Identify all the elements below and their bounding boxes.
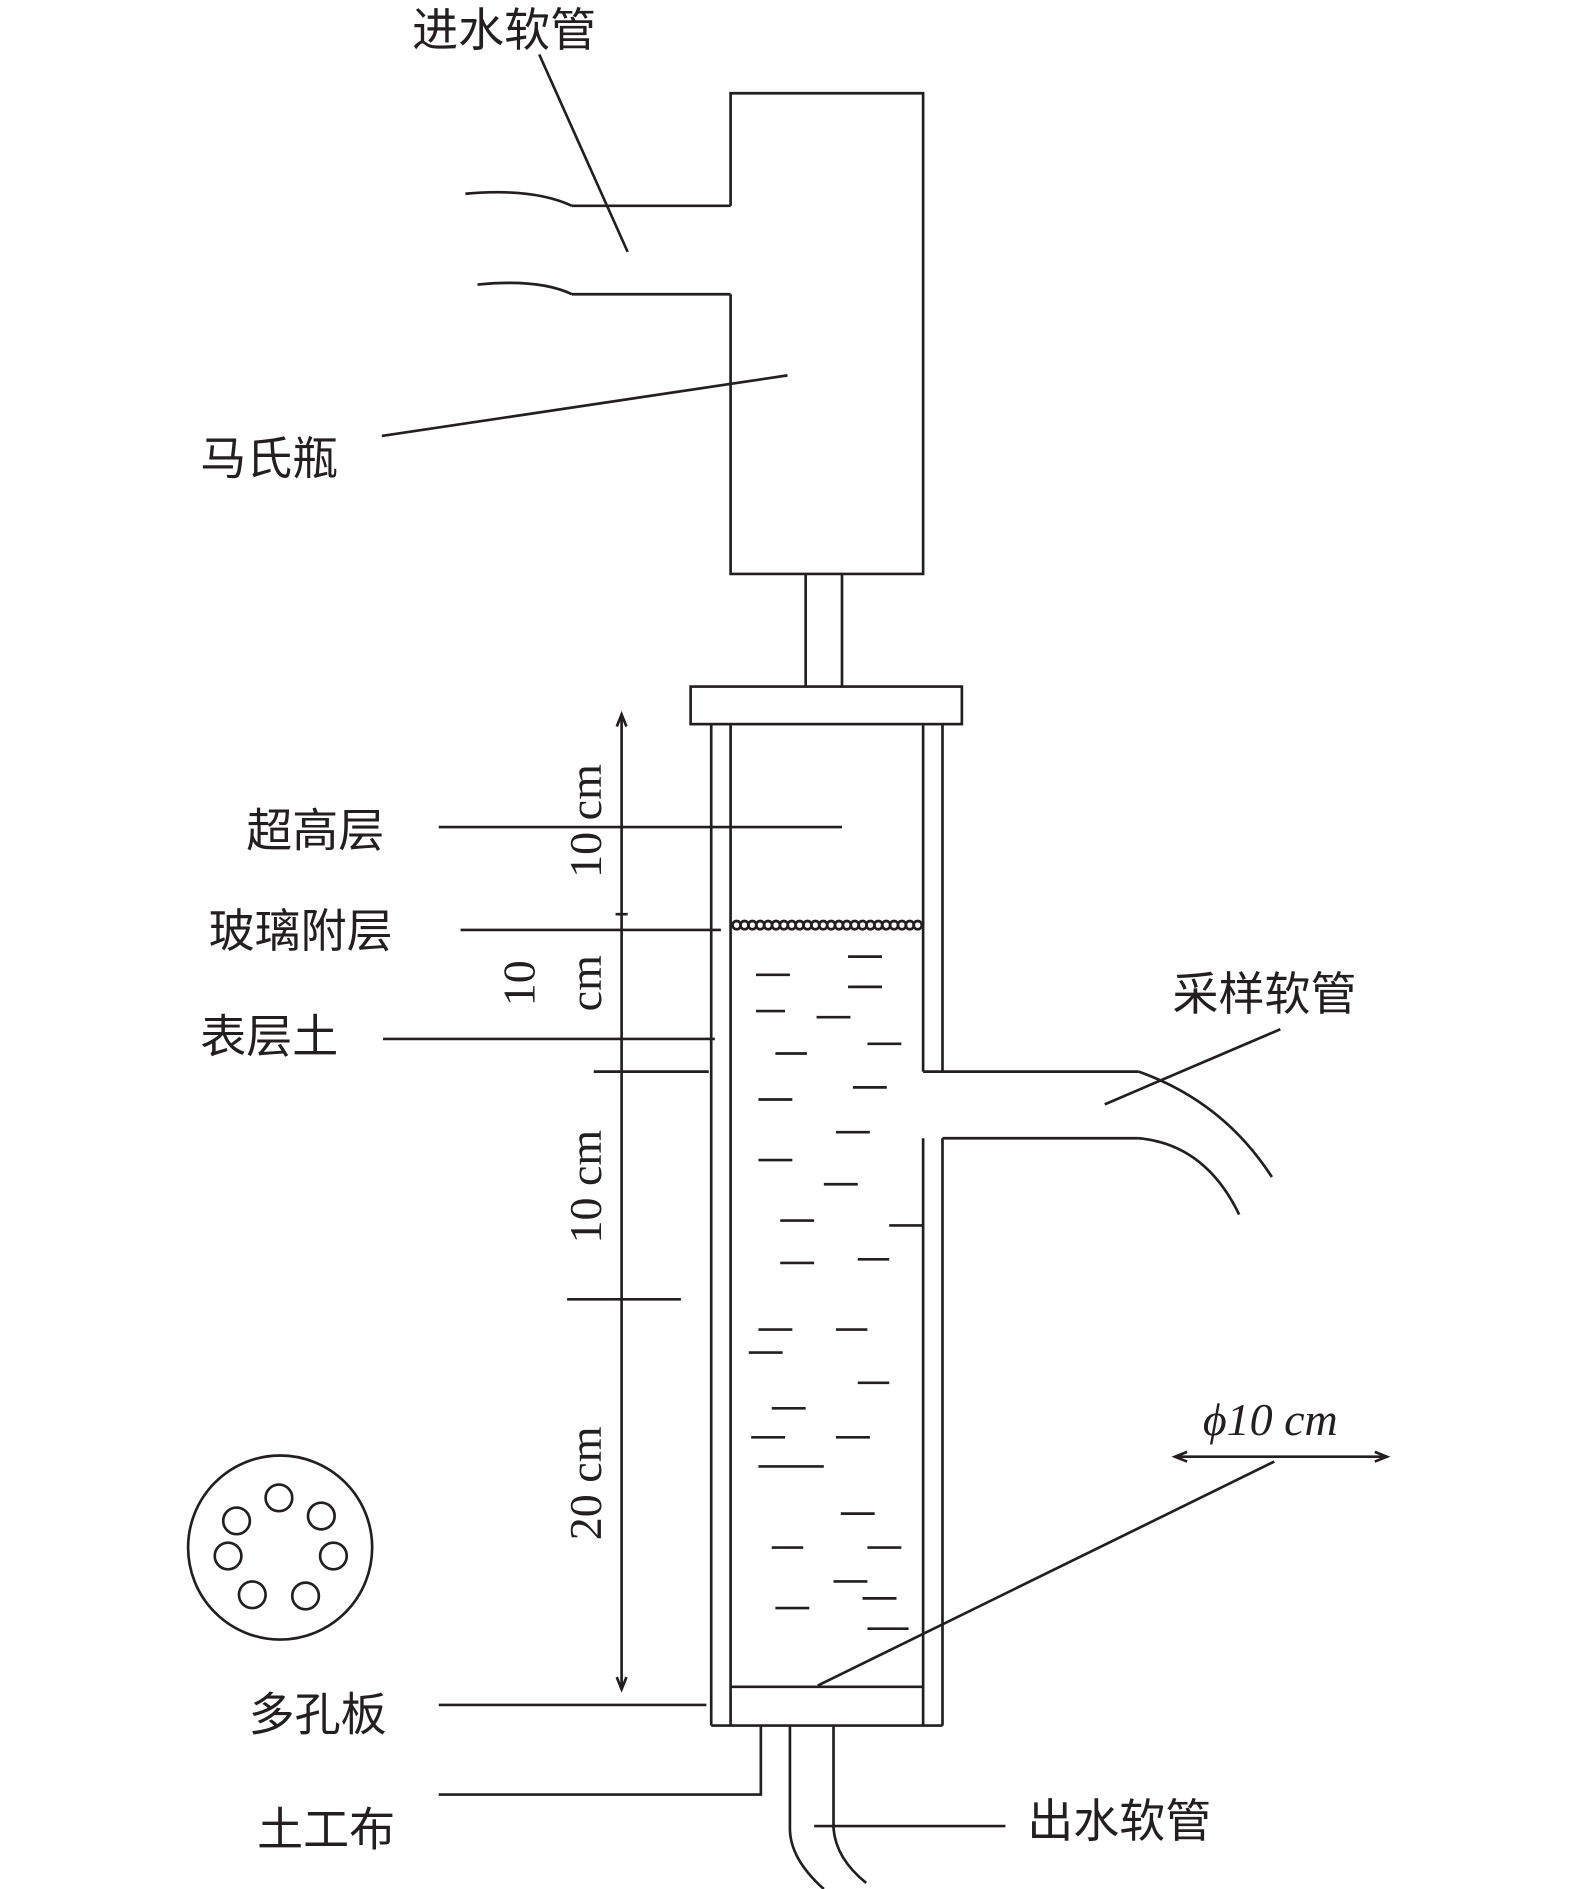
dim-diameter: ϕ10 cm [1203, 1394, 1338, 1445]
label-freeboard-layer: 超高层 [246, 803, 384, 857]
label-sampling-hose: 采样软管 [1173, 967, 1357, 1021]
label-perforated-plate: 多孔板 [249, 1687, 387, 1741]
glass-bead-layer [731, 919, 924, 931]
perforated-plate-icon [186, 1454, 374, 1641]
label-mariotte-bottle: 马氏瓶 [200, 432, 338, 486]
label-geotextile: 土工布 [257, 1802, 395, 1856]
label-topsoil: 表层土 [200, 1009, 338, 1063]
soil-column [689, 685, 1273, 1727]
dimension-lines [567, 710, 1391, 1693]
label-inlet-hose: 进水软管 [412, 3, 596, 57]
dim-freeboard: 10 cm [560, 764, 611, 878]
dim-layer-3: 20 cm [560, 1426, 611, 1540]
dim-topsoil-unit: cm [560, 955, 611, 1011]
soil-fill-marks [748, 955, 924, 1630]
dim-topsoil-value: 10 [493, 960, 544, 1006]
glass-bead [912, 919, 924, 931]
mariotte-bottle [465, 91, 925, 687]
dim-layer-2: 10 cm [560, 1130, 611, 1244]
label-glass-bead-layer: 玻璃附层 [209, 904, 393, 958]
outlet-tubes [438, 1725, 1006, 1889]
label-outlet-hose: 出水软管 [1027, 1794, 1211, 1848]
leader-lines [381, 53, 1281, 1707]
